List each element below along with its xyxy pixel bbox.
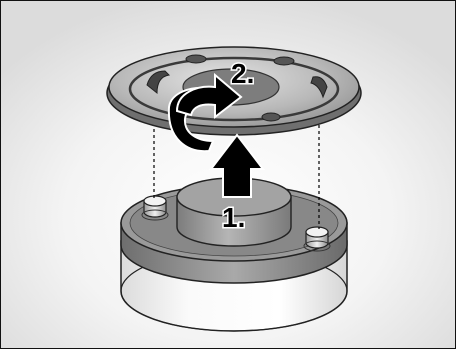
plate-hole: [186, 55, 206, 63]
step-1-label: 1.: [222, 202, 245, 233]
plate-hole: [274, 57, 294, 65]
base-housing: [121, 178, 347, 331]
step-2-label: 2.: [231, 58, 254, 89]
plate-hole: [262, 113, 280, 121]
